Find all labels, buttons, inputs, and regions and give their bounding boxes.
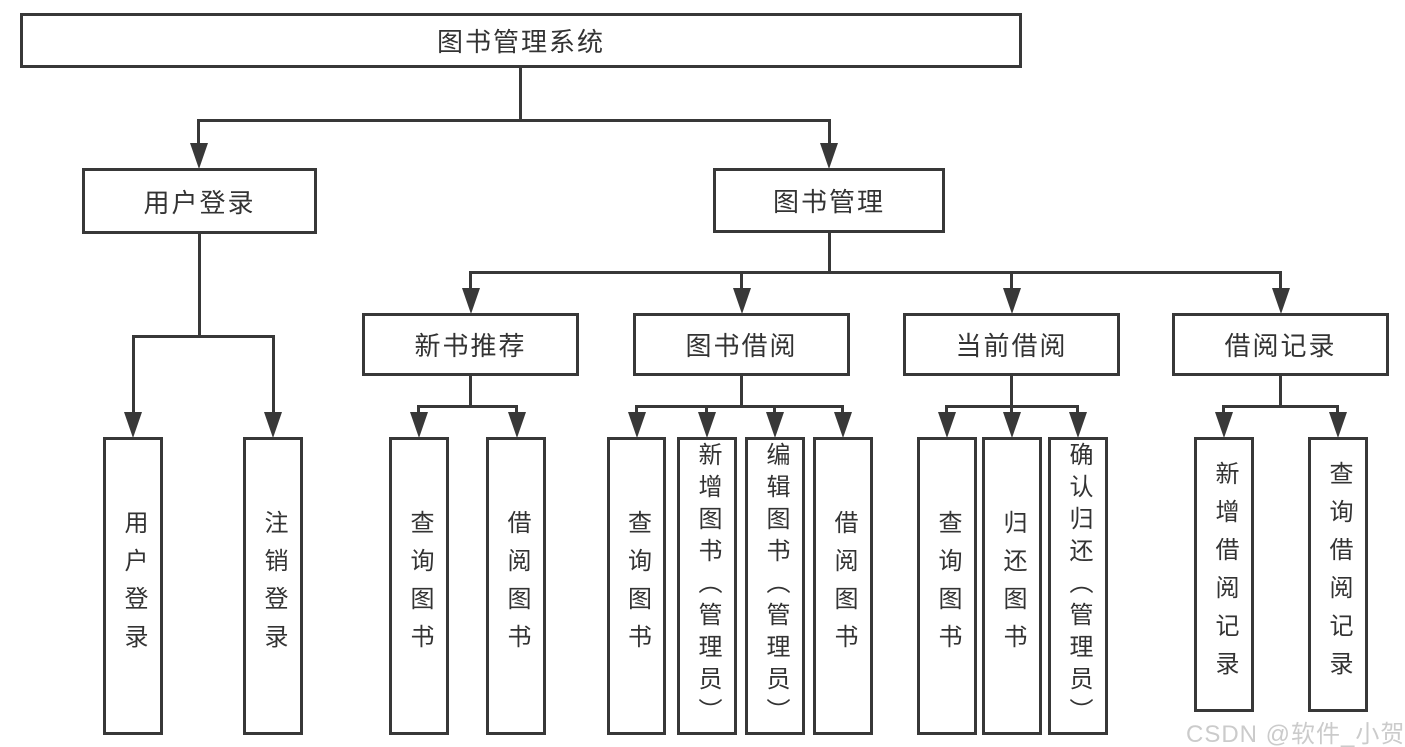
connector-line (1010, 405, 1013, 415)
arrowhead-down (938, 412, 956, 438)
node-new-book-recommend: 新书推荐 (362, 313, 579, 376)
csdn-watermark: CSDN @软件_小贺同学 (1186, 721, 1405, 747)
node-label: 图书借阅 (685, 331, 798, 361)
node-label: 查询借阅记录 (1325, 460, 1352, 689)
leaf-borrow-books-recommend: 借阅图书 (486, 437, 546, 735)
node-library-management-system: 图书管理系统 (20, 13, 1022, 68)
connector-line (740, 376, 743, 407)
arrowhead-down (264, 412, 282, 438)
node-label: 借阅记录 (1224, 331, 1337, 361)
leaf-edit-books-admin: 编辑图书（管理员） (745, 437, 805, 735)
node-label: 新书推荐 (414, 331, 527, 361)
node-label: 确认归还（管理员） (1065, 442, 1092, 730)
node-book-borrowing: 图书借阅 (633, 313, 850, 376)
leaf-query-books-current: 查询图书 (917, 437, 977, 735)
leaf-query-books-recommend: 查询图书 (389, 437, 449, 735)
arrowhead-down (508, 412, 526, 438)
connector-line (469, 271, 472, 293)
arrowhead-down (834, 412, 852, 438)
node-label: 用户登录 (143, 187, 256, 218)
connector-line (1076, 405, 1079, 415)
connector-line (1222, 405, 1339, 408)
arrowhead-down (733, 288, 751, 314)
leaf-logout: 注销登录 (243, 437, 303, 735)
connector-line (635, 405, 844, 408)
arrowhead-down (1003, 288, 1021, 314)
arrowhead-down (124, 412, 142, 438)
node-label: 查询图书 (934, 510, 961, 662)
connector-line (132, 335, 135, 415)
connector-line (1010, 271, 1013, 293)
connector-line (1010, 376, 1013, 407)
node-label: 编辑图书（管理员） (762, 442, 789, 730)
leaf-query-books-borrowing: 查询图书 (607, 437, 666, 735)
connector-line (1279, 271, 1282, 293)
arrowhead-down (820, 143, 838, 169)
connector-line (705, 405, 708, 415)
leaf-query-borrow-record: 查询借阅记录 (1308, 437, 1368, 712)
arrowhead-down (462, 288, 480, 314)
arrowhead-down (1003, 412, 1021, 438)
connector-line (515, 405, 518, 415)
node-book-management: 图书管理 (713, 168, 945, 233)
connector-line (197, 119, 831, 122)
node-label: 用户登录 (120, 510, 147, 662)
leaf-user-login: 用户登录 (103, 437, 163, 735)
node-label: 图书管理系统 (436, 27, 605, 57)
node-current-borrowing: 当前借阅 (903, 313, 1120, 376)
leaf-return-books: 归还图书 (982, 437, 1042, 735)
connector-line (469, 376, 472, 407)
connector-line (417, 405, 518, 408)
connector-line (469, 271, 1282, 274)
connector-line (841, 405, 844, 415)
leaf-add-borrow-record: 新增借阅记录 (1194, 437, 1254, 712)
connector-line (132, 335, 275, 338)
node-borrowing-records: 借阅记录 (1172, 313, 1389, 376)
arrowhead-down (698, 412, 716, 438)
connector-line (828, 233, 831, 274)
node-label: 借阅图书 (503, 510, 530, 662)
arrowhead-down (190, 143, 208, 169)
node-label: 查询图书 (623, 510, 651, 662)
connector-line (773, 405, 776, 415)
node-label: 查询图书 (406, 510, 433, 662)
connector-line (519, 68, 522, 121)
connector-line (828, 119, 831, 147)
arrowhead-down (1272, 288, 1290, 314)
leaf-borrow-books-borrowing: 借阅图书 (813, 437, 873, 735)
leaf-confirm-return-admin: 确认归还（管理员） (1048, 437, 1108, 735)
connector-line (197, 119, 200, 147)
node-label: 借阅图书 (830, 510, 857, 662)
node-user-login: 用户登录 (82, 168, 317, 234)
node-label: 注销登录 (260, 510, 287, 662)
connector-line (272, 335, 275, 415)
connector-line (1279, 376, 1282, 407)
leaf-add-books-admin: 新增图书（管理员） (677, 437, 737, 735)
arrowhead-down (410, 412, 428, 438)
connector-line (1336, 405, 1339, 415)
connector-line (945, 405, 948, 415)
connector-line (635, 405, 638, 415)
arrowhead-down (1215, 412, 1233, 438)
connector-line (740, 271, 743, 293)
arrowhead-down (628, 412, 646, 438)
arrowhead-down (766, 412, 784, 438)
connector-line (1222, 405, 1225, 415)
node-label: 归还图书 (999, 510, 1026, 662)
arrowhead-down (1069, 412, 1087, 438)
node-label: 新增借阅记录 (1211, 460, 1238, 689)
arrowhead-down (1329, 412, 1347, 438)
connector-line (417, 405, 420, 415)
node-label: 当前借阅 (955, 331, 1068, 361)
node-label: 新增图书（管理员） (694, 442, 721, 730)
node-label: 图书管理 (772, 187, 885, 217)
connector-line (198, 234, 201, 337)
